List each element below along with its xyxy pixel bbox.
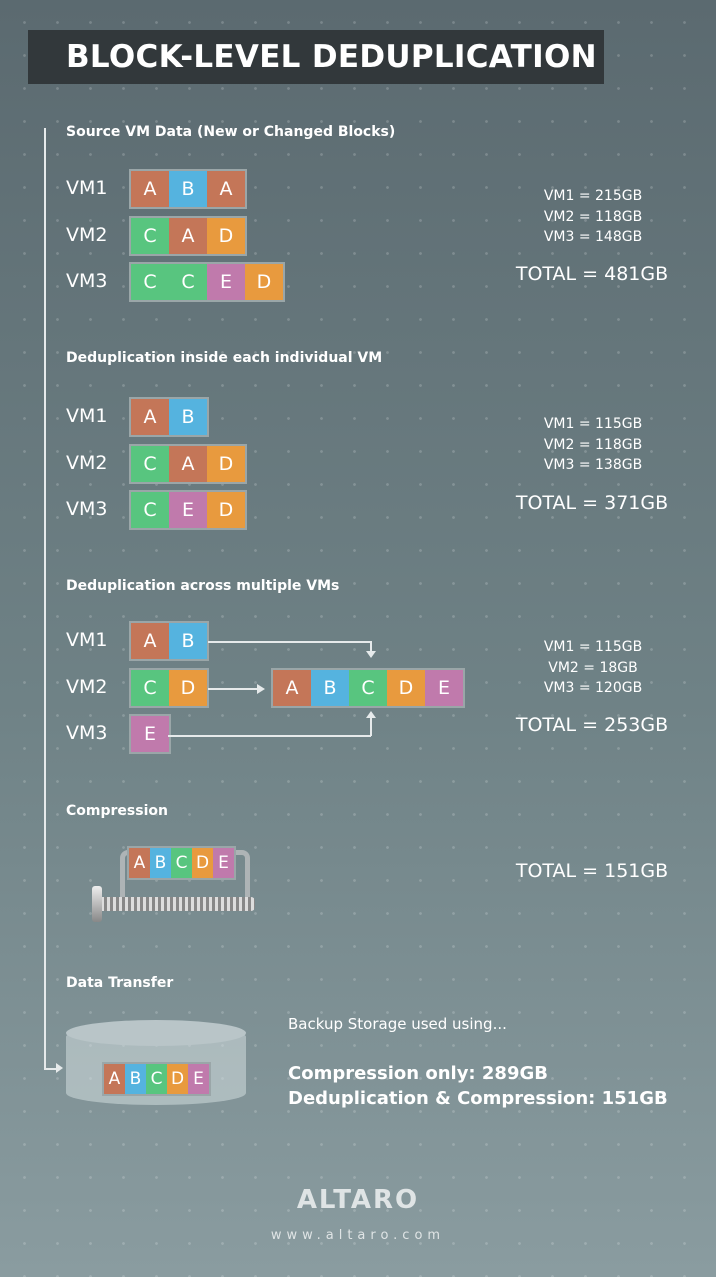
flow-line-end xyxy=(44,1068,58,1070)
block-c: C xyxy=(131,264,169,300)
block-a: A xyxy=(131,171,169,207)
block-c: C xyxy=(146,1064,167,1094)
vm-label: VM1 xyxy=(66,405,108,427)
block-e: E xyxy=(213,848,234,878)
vm-size-stat: VM3 = 138GB xyxy=(543,457,643,473)
vm-size-stat: VM2 = 18GB xyxy=(548,659,638,676)
vm-size-stat: VM1 = 115GB xyxy=(543,416,643,432)
block-d: D xyxy=(167,1064,188,1094)
block-a: A xyxy=(273,670,311,706)
arrow-right-icon xyxy=(257,684,265,694)
block-c: C xyxy=(169,264,207,300)
block-d: D xyxy=(169,670,207,706)
vm-size-stat: VM2 = 118GB xyxy=(543,208,643,225)
block-c: C xyxy=(131,446,169,482)
arrow-up-icon xyxy=(366,711,376,718)
vm-size-stat: VM3 = 120GB xyxy=(543,680,643,696)
block-a: A xyxy=(207,171,245,207)
page-title: BLOCK-LEVEL DEDUPLICATION xyxy=(28,30,604,84)
website-url[interactable]: www.altaro.com xyxy=(270,1228,446,1243)
block-b: B xyxy=(311,670,349,706)
block-c: C xyxy=(131,670,169,706)
section-heading: Source VM Data (New or Changed Blocks) xyxy=(66,124,396,140)
total-size: TOTAL = 371GB xyxy=(515,492,669,514)
block-d: D xyxy=(207,492,245,528)
block-a: A xyxy=(169,218,207,254)
block-e: E xyxy=(169,492,207,528)
connector-line xyxy=(370,718,372,736)
block-a: A xyxy=(131,623,169,659)
block-e: E xyxy=(131,716,169,752)
block-d: D xyxy=(207,446,245,482)
section-heading: Deduplication across multiple VMs xyxy=(66,578,340,594)
section-heading: Data Transfer xyxy=(66,975,174,991)
connector-line xyxy=(370,641,372,651)
clamp-handle-icon xyxy=(92,886,102,922)
arrow-right-icon xyxy=(56,1063,63,1073)
block-e: E xyxy=(188,1064,209,1094)
connector-line xyxy=(208,641,371,643)
storage-result: Compression only: 289GB xyxy=(288,1063,548,1084)
connector-line xyxy=(168,735,371,737)
block-b: B xyxy=(169,399,207,435)
storage-cylinder-top xyxy=(66,1020,246,1046)
block-a: A xyxy=(169,446,207,482)
total-size: TOTAL = 253GB xyxy=(515,714,669,736)
vm-label: VM1 xyxy=(66,177,108,199)
arrow-down-icon xyxy=(366,651,376,658)
block-d: D xyxy=(192,848,213,878)
vm-label: VM3 xyxy=(66,498,108,520)
vm-label: VM1 xyxy=(66,629,108,651)
section-heading: Compression xyxy=(66,803,168,819)
clamp-screw-icon xyxy=(95,897,255,911)
block-row: E xyxy=(129,714,171,754)
block-a: A xyxy=(104,1064,125,1094)
block-b: B xyxy=(169,623,207,659)
block-b: B xyxy=(125,1064,146,1094)
vm-label: VM2 xyxy=(66,452,108,474)
altaro-logo: ALTARO xyxy=(296,1185,420,1215)
block-e: E xyxy=(207,264,245,300)
vm-size-stat: VM2 = 118GB xyxy=(543,436,643,453)
block-d: D xyxy=(387,670,425,706)
storage-result: Deduplication & Compression: 151GB xyxy=(288,1088,668,1109)
vm-label: VM3 xyxy=(66,722,108,744)
block-e: E xyxy=(425,670,463,706)
vm-size-stat: VM3 = 148GB xyxy=(543,229,643,245)
storage-intro: Backup Storage used using... xyxy=(288,1015,507,1033)
block-c: C xyxy=(349,670,387,706)
block-c: C xyxy=(131,492,169,528)
total-size: TOTAL = 481GB xyxy=(515,263,669,285)
flow-line xyxy=(44,128,46,1070)
block-d: D xyxy=(207,218,245,254)
vm-size-stat: VM1 = 215GB xyxy=(543,188,643,204)
block-b: B xyxy=(169,171,207,207)
block-b: B xyxy=(150,848,171,878)
block-a: A xyxy=(129,848,150,878)
block-a: A xyxy=(131,399,169,435)
total-size: TOTAL = 151GB xyxy=(515,860,669,882)
block-c: C xyxy=(131,218,169,254)
connector-line xyxy=(208,688,258,690)
block-d: D xyxy=(245,264,283,300)
vm-label: VM3 xyxy=(66,270,108,292)
section-heading: Deduplication inside each individual VM xyxy=(66,350,383,366)
vm-label: VM2 xyxy=(66,224,108,246)
vm-label: VM2 xyxy=(66,676,108,698)
block-c: C xyxy=(171,848,192,878)
vm-size-stat: VM1 = 115GB xyxy=(543,639,643,655)
